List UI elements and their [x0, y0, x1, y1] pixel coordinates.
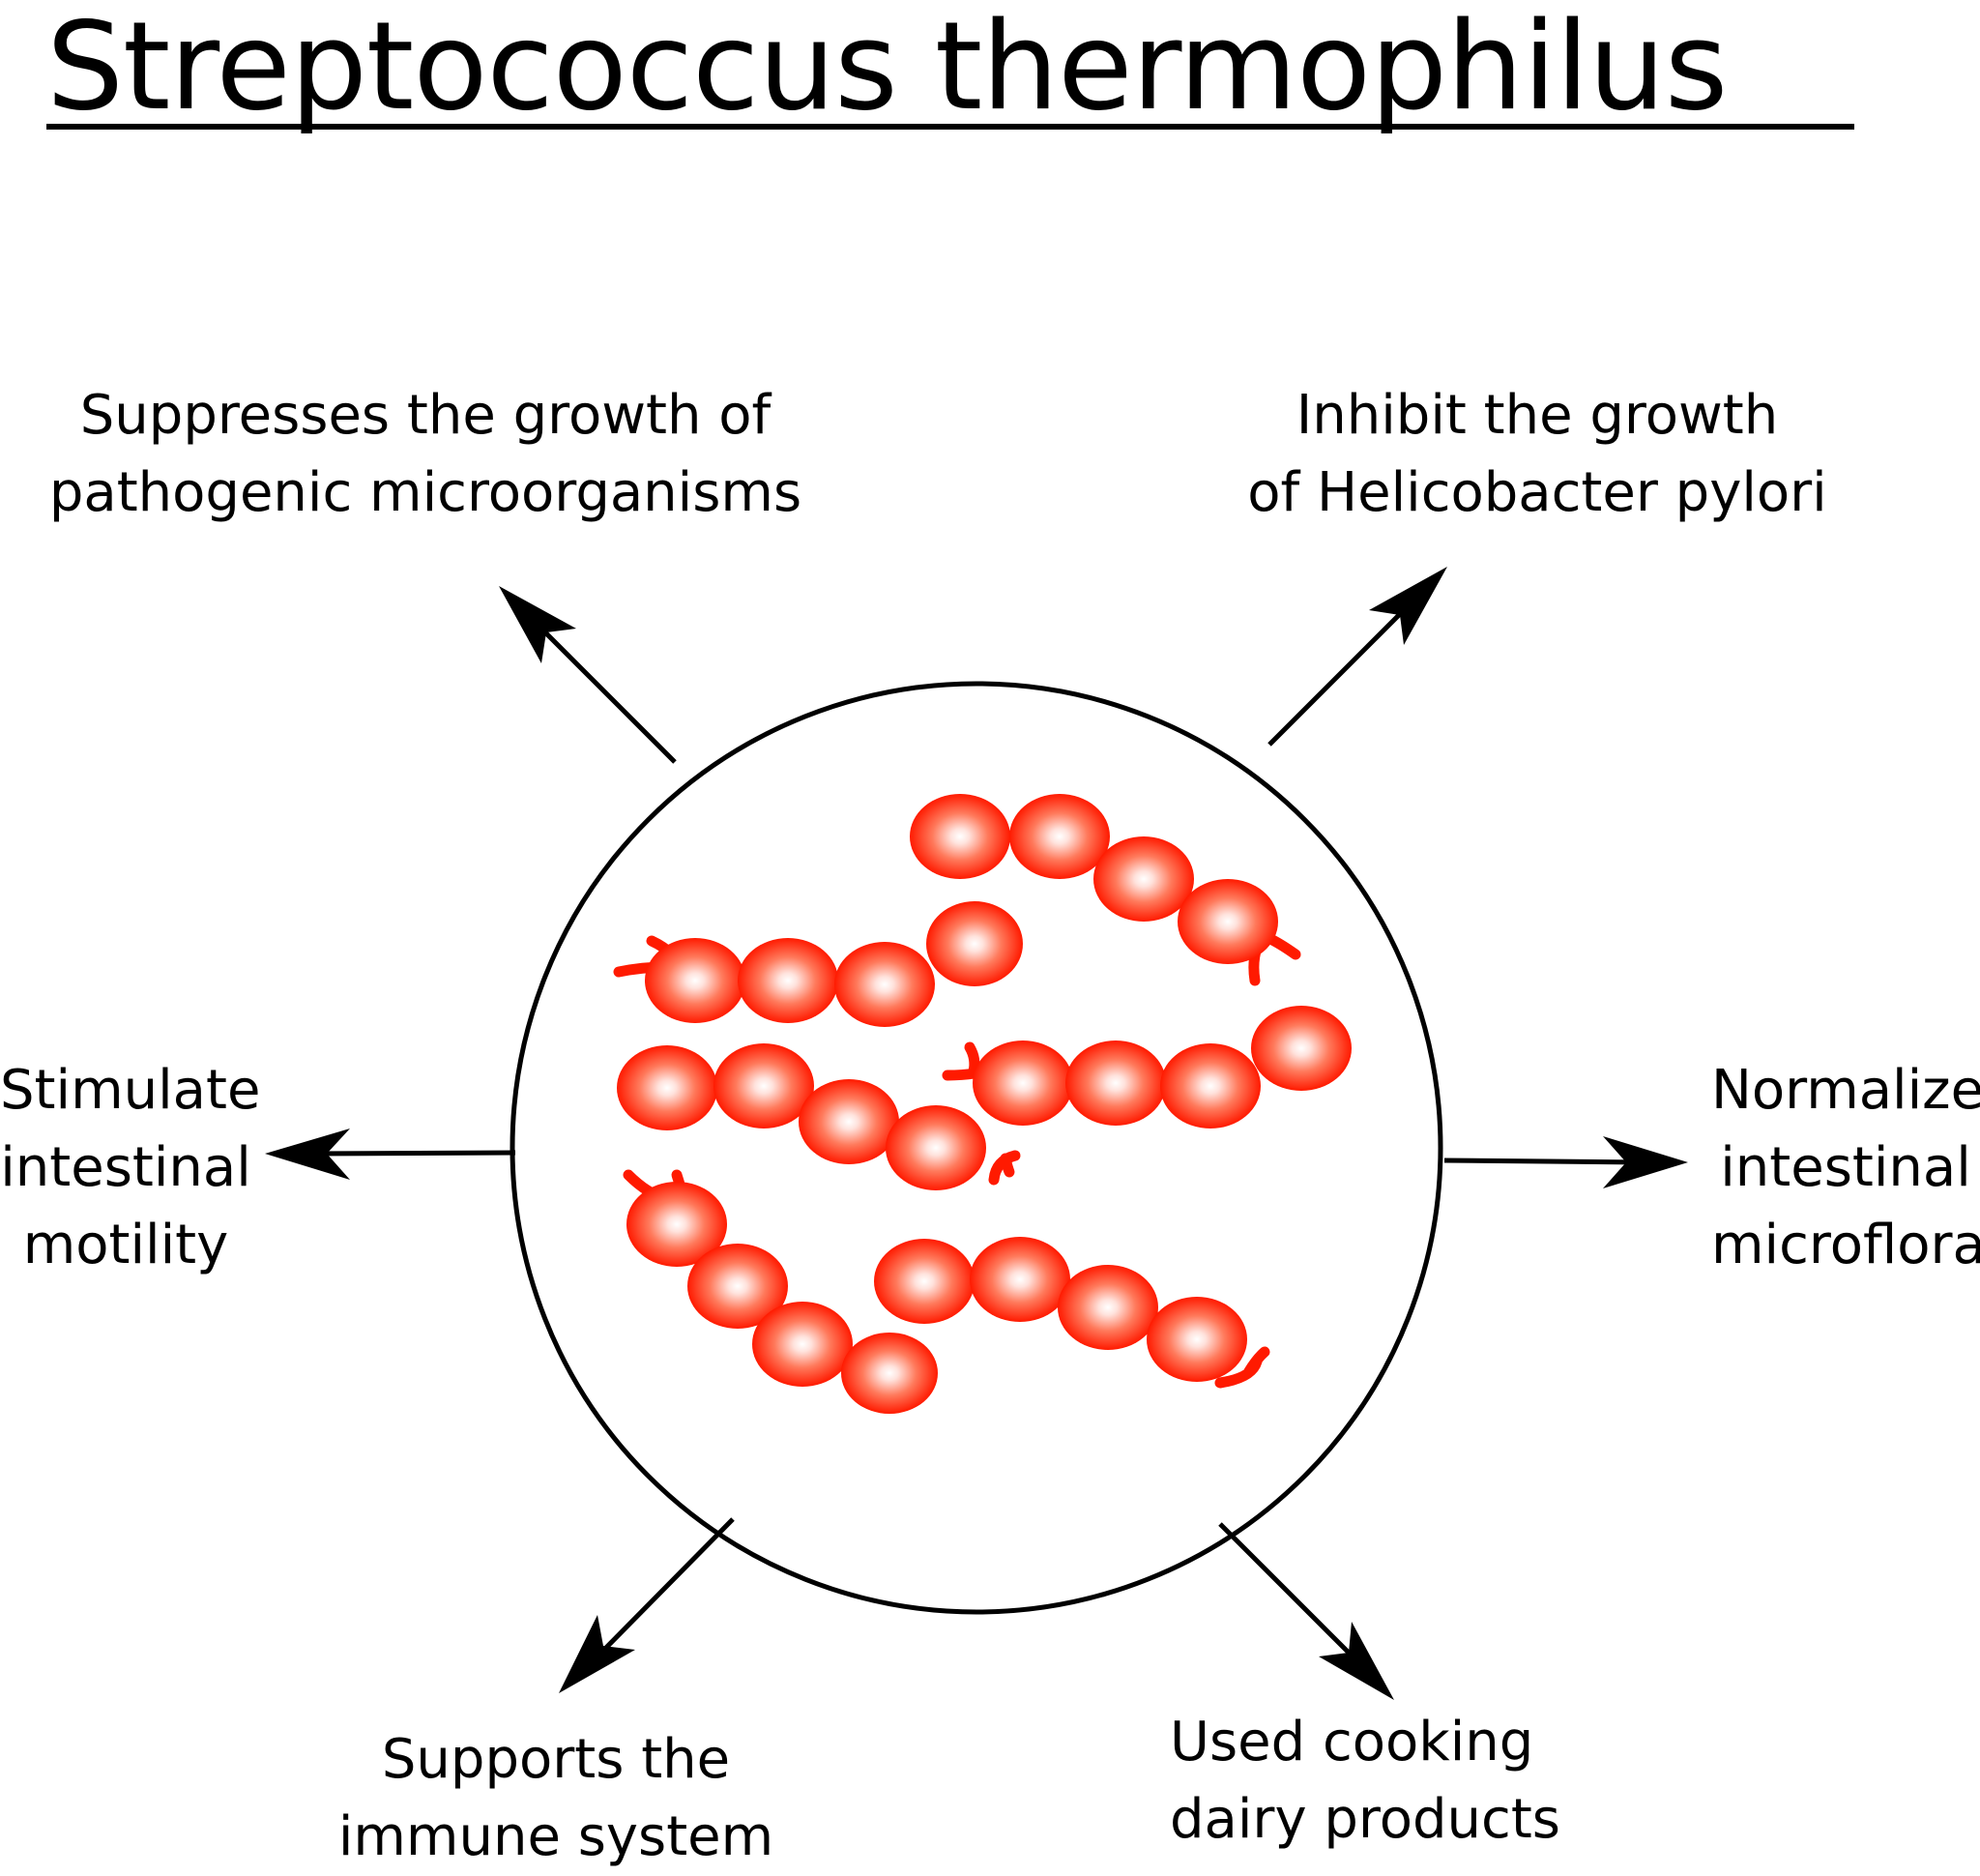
arrow-left [308, 1150, 516, 1157]
arrow-bottom-right-head [1319, 1622, 1394, 1700]
arrow-right [1443, 1158, 1645, 1165]
title-underline [46, 124, 1854, 130]
effect-label-left: Stimulate intestinal motility [0, 1059, 261, 1276]
arrow-top-right-head [1369, 567, 1447, 645]
diagram-title: Streptococcus thermophilus [46, 0, 1728, 137]
arrow-left-head [265, 1129, 350, 1180]
arrow-top-right [1267, 591, 1423, 747]
effect-label-bottom-left: Supports the immune system [337, 1728, 774, 1868]
arrow-bottom-left-head [559, 1615, 635, 1693]
arrow-top-left-head [499, 586, 576, 663]
arrows [265, 567, 1688, 1700]
effect-label-top-right: Inhibit the growth of Helicobacter pylor… [1247, 384, 1827, 524]
arrow-bottom-left [588, 1517, 735, 1666]
effect-label-right: Normalize intestinal microflora [1711, 1059, 1980, 1276]
arrow-right-head [1603, 1136, 1688, 1188]
arrow-bottom-right [1218, 1522, 1365, 1669]
effect-label-top-left: Suppresses the growth of pathogenic micr… [48, 384, 802, 524]
effect-label-bottom-right: Used cooking dairy products [1170, 1711, 1560, 1851]
bacteria-chain-icon [613, 794, 1352, 1414]
